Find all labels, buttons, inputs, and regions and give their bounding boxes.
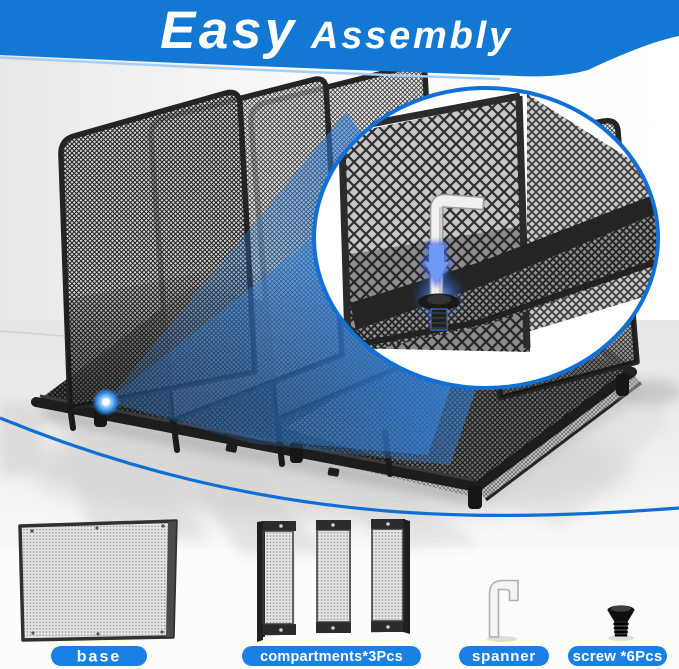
svg-text:compartments*3Pcs: compartments*3Pcs bbox=[260, 649, 403, 665]
svg-text:screw *6Pcs: screw *6Pcs bbox=[573, 648, 663, 665]
svg-text:Assembly: Assembly bbox=[310, 15, 513, 57]
svg-text:Easy: Easy bbox=[160, 1, 298, 60]
svg-text:base: base bbox=[77, 649, 121, 666]
svg-text:spanner: spanner bbox=[472, 648, 536, 665]
